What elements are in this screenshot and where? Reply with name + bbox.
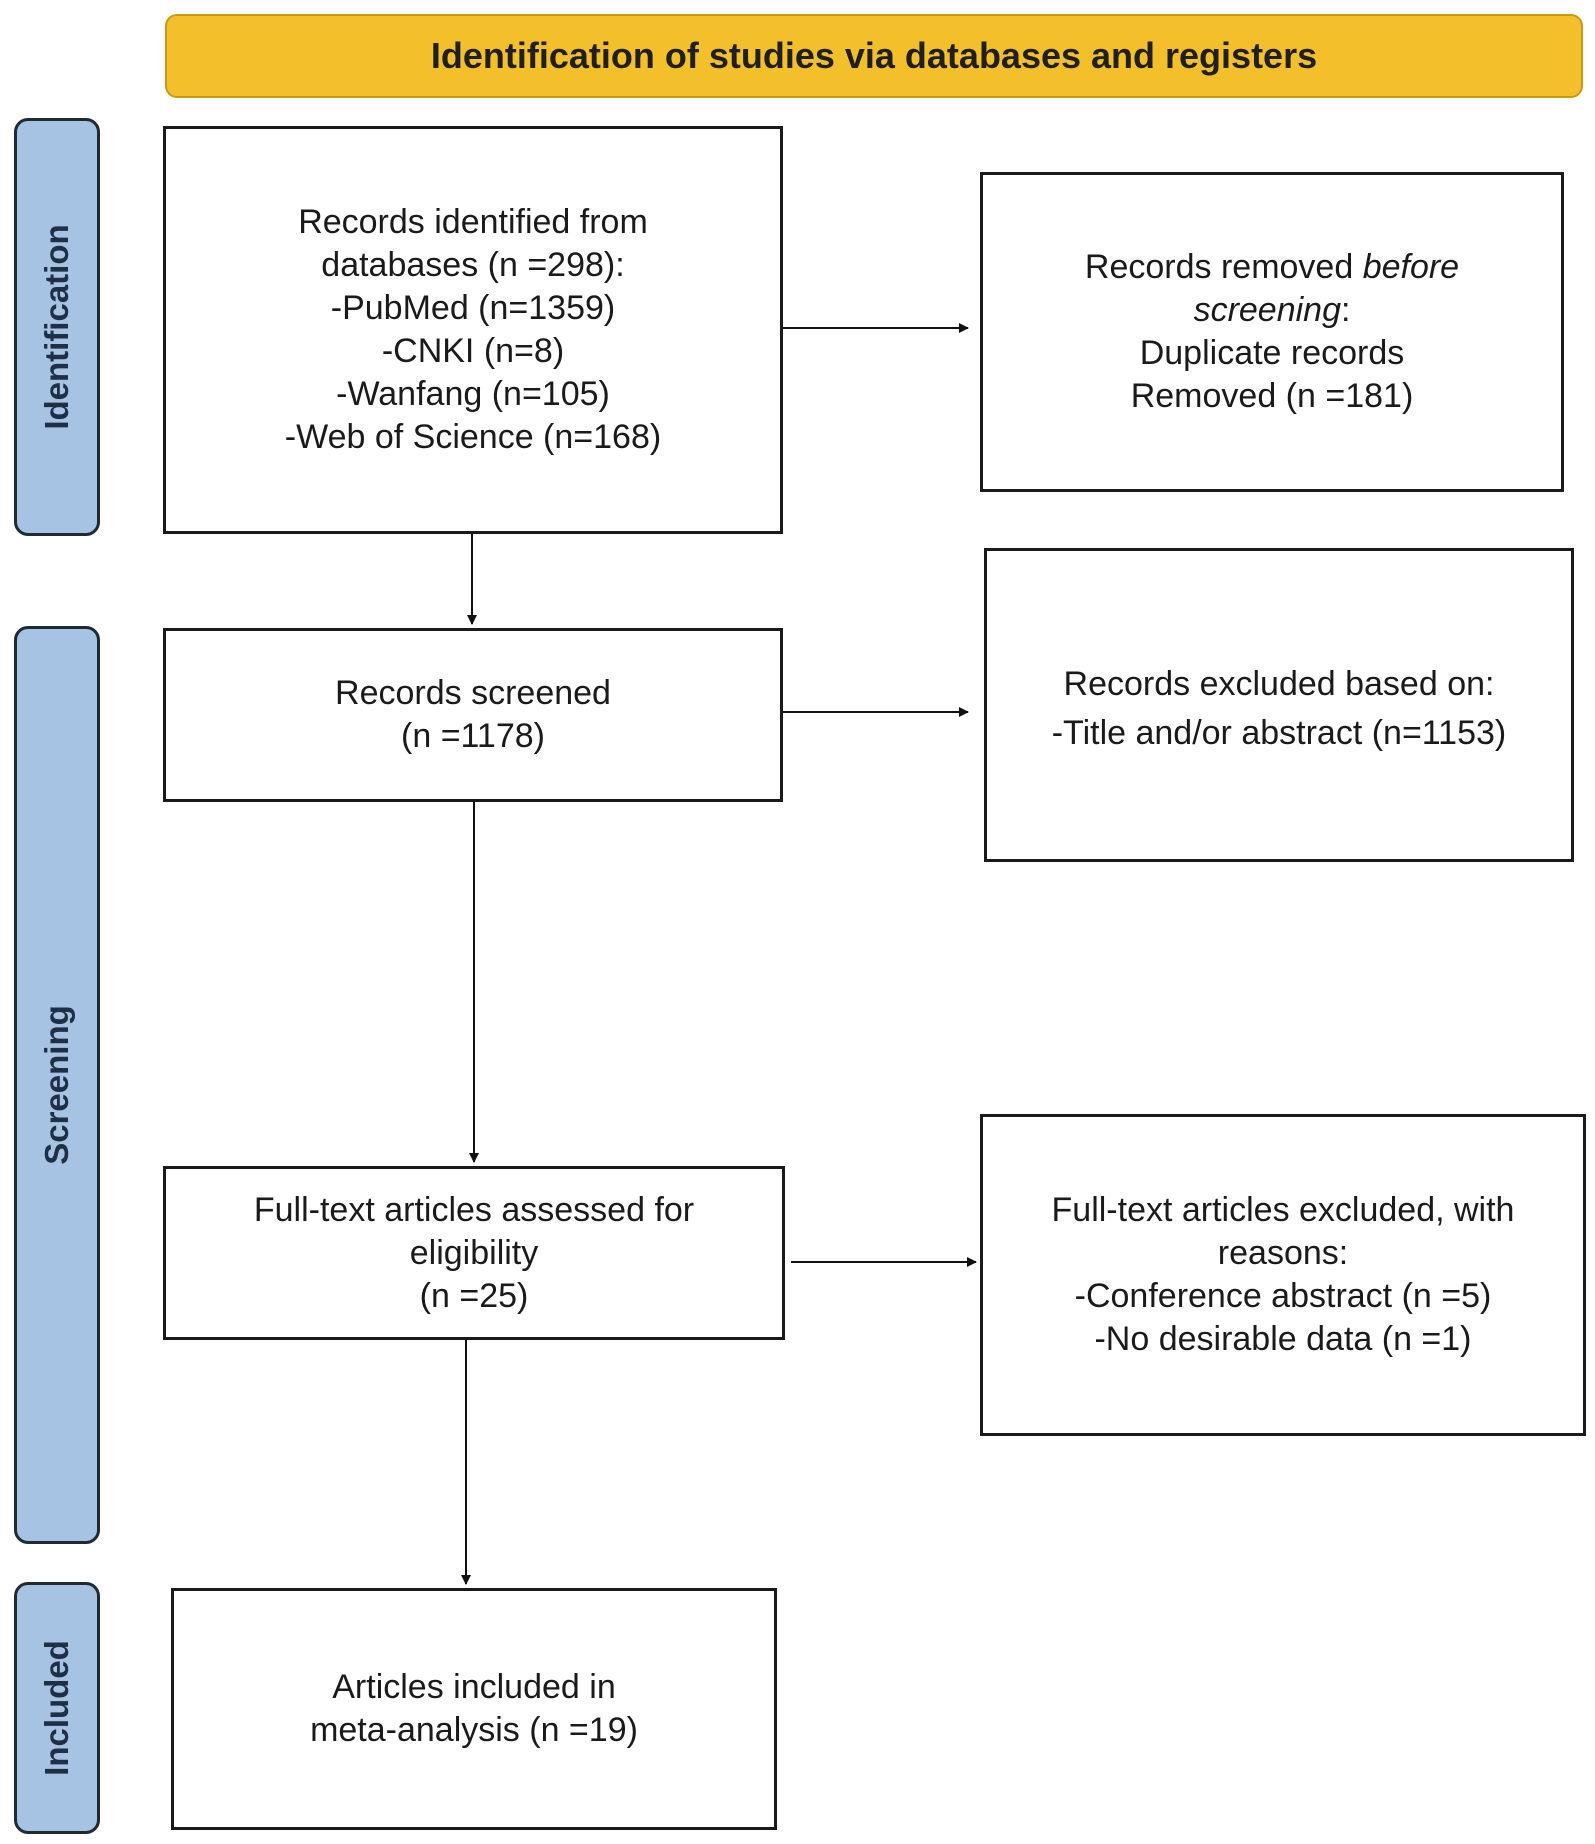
fulltext-excluded-box: Full-text articles excluded, with reason…	[980, 1114, 1586, 1436]
records-screened-line2: (n =1178)	[401, 717, 545, 755]
fulltext-assessed-line1: Full-text articles assessed for	[253, 1190, 695, 1229]
source-pubmed: -PubMed (n=1359)	[330, 289, 616, 327]
records-removed-line1: Records removed before	[1085, 246, 1459, 289]
records-removed-line4: Removed (n =181)	[1130, 377, 1414, 415]
header-title: Identification of studies via databases …	[430, 35, 1318, 76]
phase-label-included: Included	[38, 1640, 75, 1776]
header-banner: Identification of studies via databases …	[165, 14, 1583, 98]
records-screened-line1: Records screened	[335, 674, 611, 712]
records-excluded-line2: -Title and/or abstract (n=1153)	[1051, 714, 1507, 752]
records-excluded-box: Records excluded based on: -Title and/or…	[984, 548, 1574, 862]
fulltext-assessed-line2: eligibility	[409, 1233, 539, 1272]
source-wanfang: -Wanfang (n=105)	[336, 375, 610, 413]
fulltext-excluded-line2: reasons:	[1217, 1234, 1349, 1272]
records-excluded-line1: Records excluded based on:	[1063, 665, 1495, 703]
phase-label-identification: Identification	[38, 224, 75, 430]
records-removed-line1-emphasis: before	[1362, 248, 1460, 286]
records-removed-line3: Duplicate records	[1139, 334, 1405, 372]
fulltext-excluded-line1: Full-text articles excluded, with	[1051, 1191, 1515, 1229]
records-removed-line2: screening:	[1194, 289, 1351, 332]
records-identified-line1: Records identified from	[298, 203, 648, 241]
phase-label-screening: Screening	[38, 1005, 75, 1165]
records-screened-box: Records screened (n =1178)	[163, 628, 783, 802]
records-removed-line2-colon: :	[1340, 291, 1351, 329]
records-removed-box: Records removed before screening: Duplic…	[980, 172, 1564, 492]
phase-included: Included	[14, 1582, 100, 1834]
fulltext-excluded-line3: -Conference abstract (n =5)	[1074, 1277, 1492, 1315]
records-removed-line2-emphasis: screening	[1193, 291, 1341, 329]
included-line1: Articles included in	[332, 1668, 616, 1706]
included-line2: meta-analysis (n =19)	[310, 1711, 638, 1749]
phase-identification: Identification	[14, 118, 100, 536]
source-web-of-science: -Web of Science (n=168)	[284, 418, 662, 456]
records-identified-line2: databases (n =298):	[321, 246, 625, 284]
records-identified-box: Records identified from databases (n =29…	[163, 126, 783, 534]
included-box: Articles included in meta-analysis (n =1…	[171, 1588, 777, 1830]
fulltext-assessed-line3: (n =25)	[419, 1276, 529, 1315]
fulltext-assessed-box: Full-text articles assessed for eligibil…	[163, 1166, 785, 1340]
fulltext-excluded-line4: -No desirable data (n =1)	[1094, 1320, 1472, 1358]
phase-screening: Screening	[14, 626, 100, 1544]
source-cnki: -CNKI (n=8)	[381, 332, 565, 370]
records-removed-line1-text: Records removed	[1084, 248, 1363, 286]
